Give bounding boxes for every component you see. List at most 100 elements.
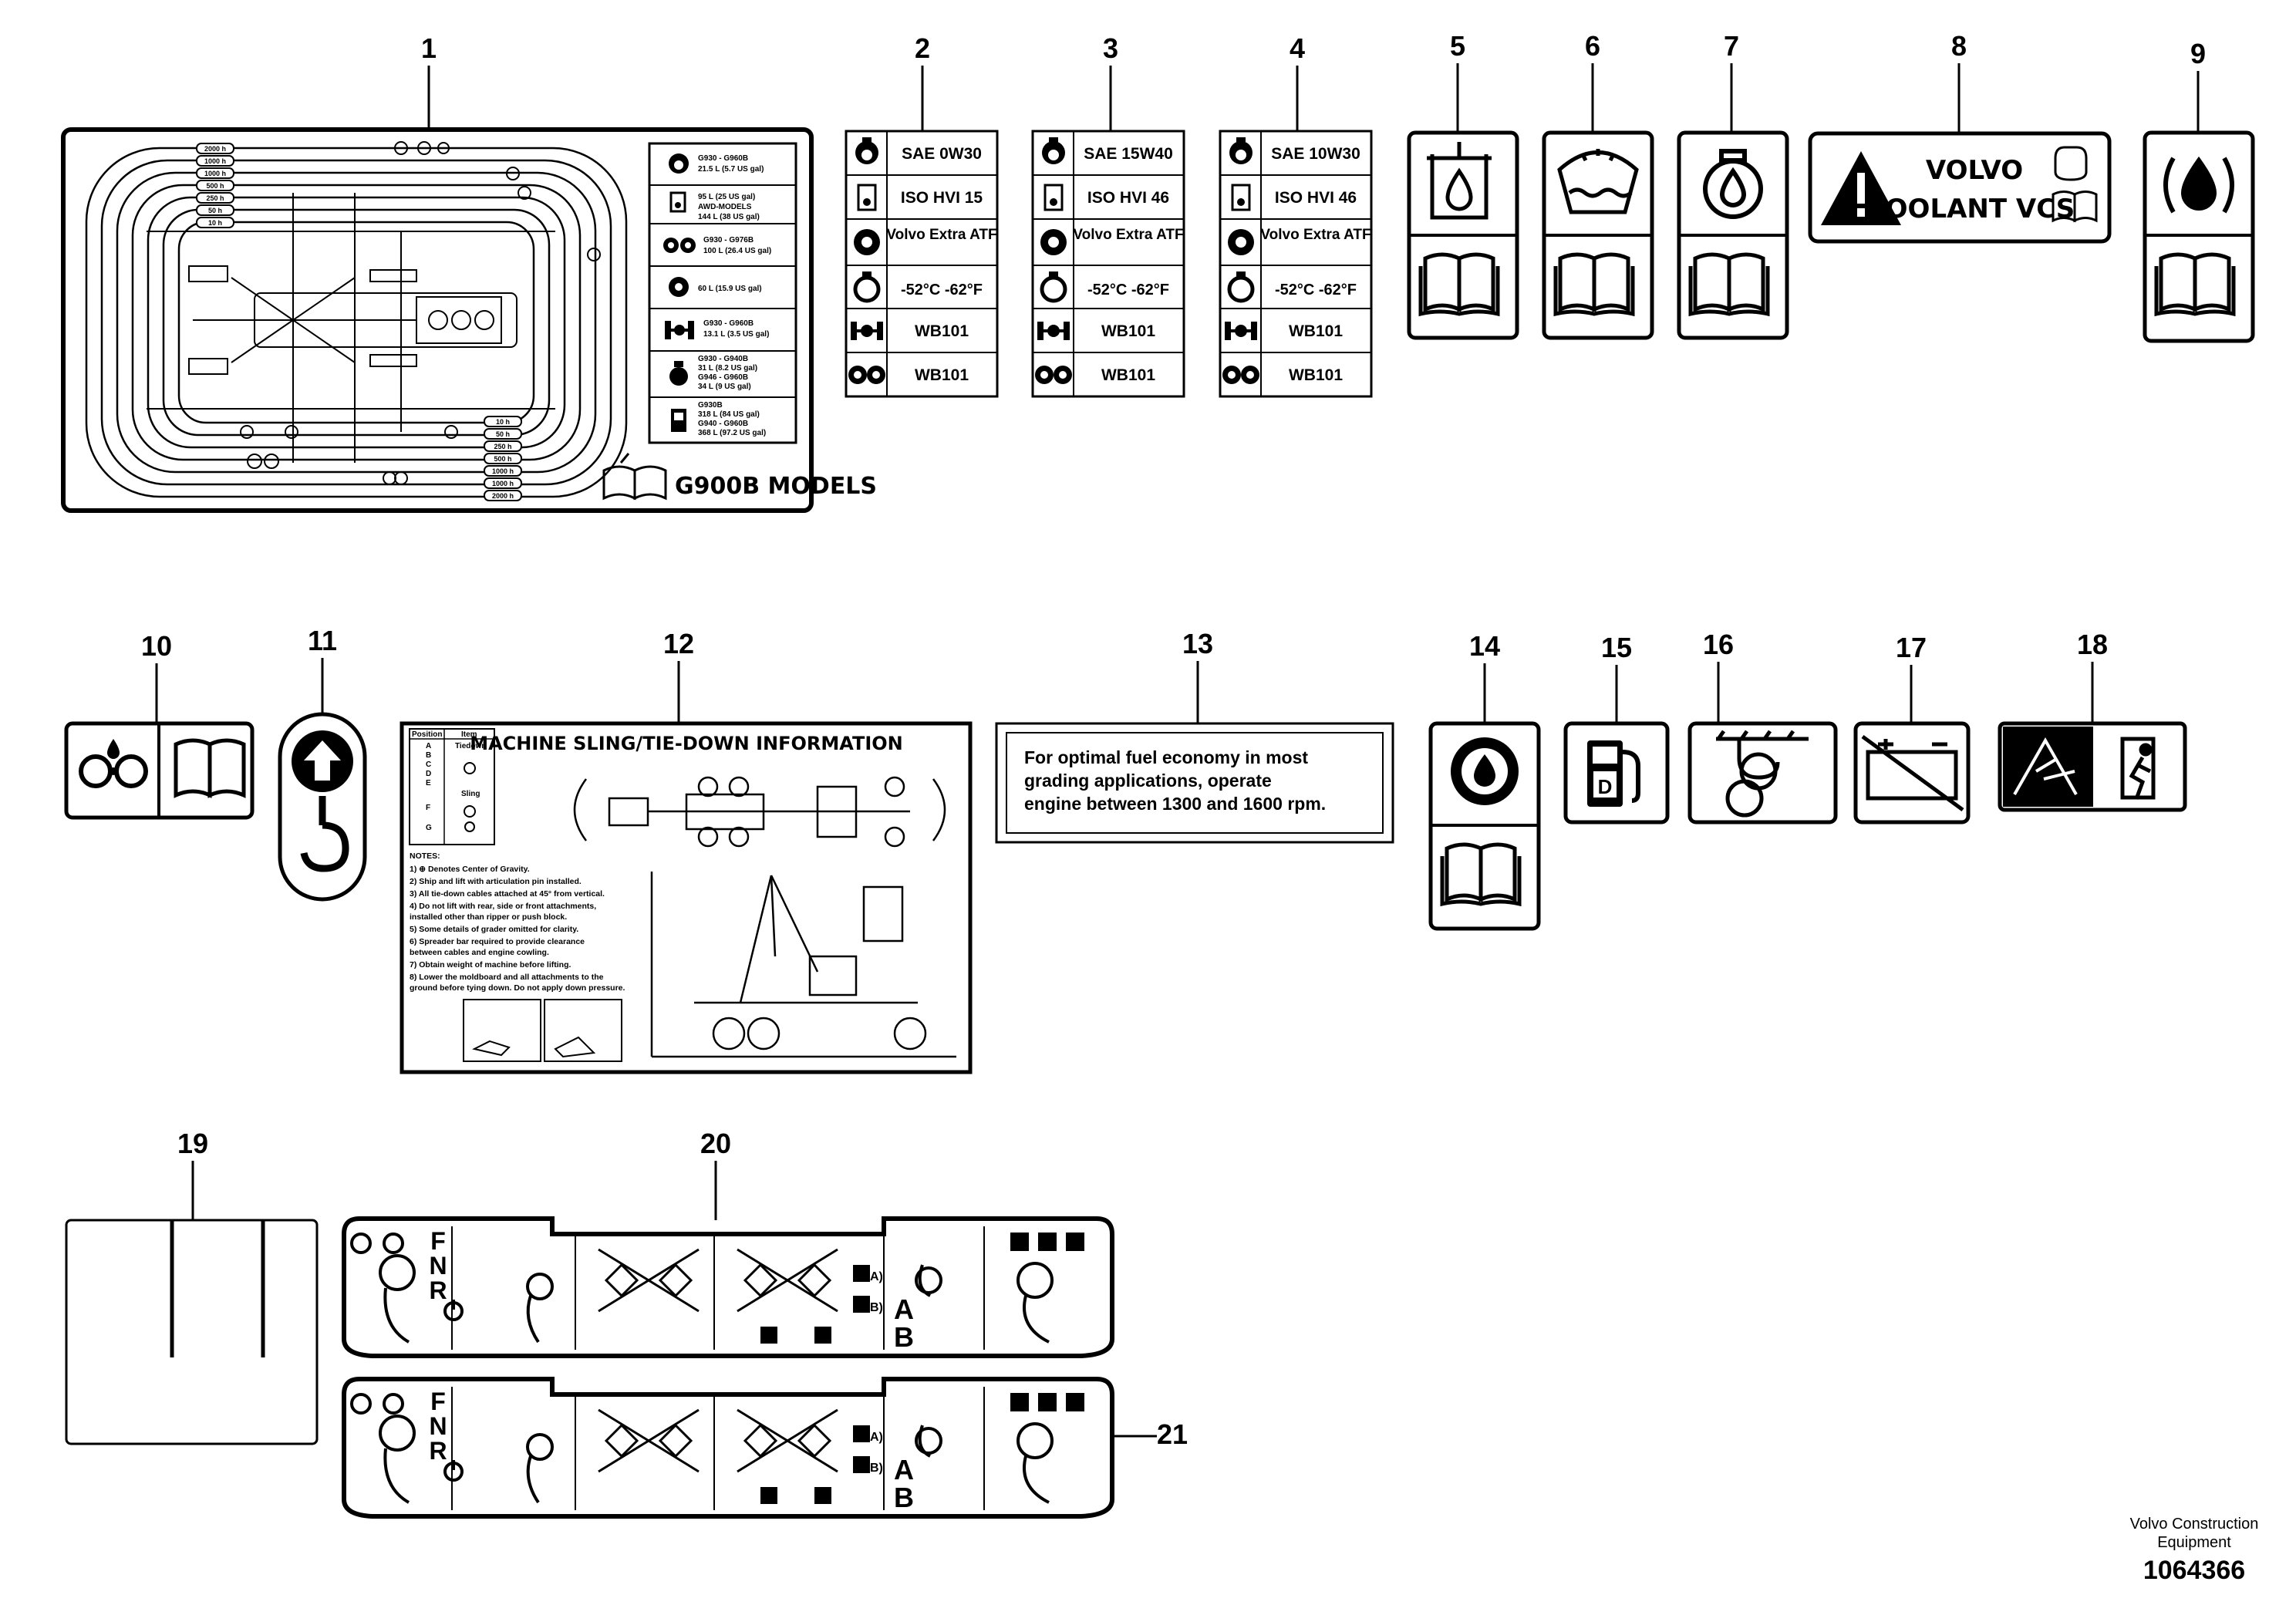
footer: Volvo Construction Equipment 1064366: [2130, 1516, 2259, 1585]
svg-text:368 L (97.2 US gal): 368 L (97.2 US gal): [698, 429, 766, 437]
gear-oil-icon: [854, 229, 880, 255]
decal-13-line: grading applications, operate: [1024, 771, 1272, 791]
decal-21-joystick-panel: F N R A) B) A B: [342, 1377, 1114, 1519]
decal-8-line1: VOLVO: [1926, 155, 2023, 186]
manual-book-icon: [2154, 252, 2236, 317]
coolant-tank-icon: [2054, 146, 2088, 181]
spec-text: -52°C -62°F: [1087, 282, 1169, 298]
hydraulic-oil-icon: [1043, 184, 1064, 211]
spec-text: SAE 15W40: [1084, 145, 1173, 163]
svg-text:B: B: [894, 1321, 914, 1353]
grader-side-view: [650, 872, 956, 1058]
callout-10: 10: [141, 630, 172, 662]
svg-text:N: N: [429, 1252, 447, 1280]
svg-text:144 L (38 US gal): 144 L (38 US gal): [698, 213, 760, 221]
svg-text:5) Some details of grader omit: 5) Some details of grader omitted for cl…: [410, 925, 578, 934]
svg-text:N: N: [429, 1412, 447, 1440]
svg-text:A): A): [870, 1431, 883, 1444]
hydraulic-oil-icon: [669, 191, 686, 213]
battery-icon: [1861, 734, 1964, 812]
svg-text:F: F: [430, 1388, 446, 1415]
lubricant-legend: G930 - G960B 21.5 L (5.7 US gal) 95 L (2…: [648, 142, 797, 444]
spec-text: WB101: [1101, 366, 1155, 384]
svg-text:A: A: [894, 1454, 914, 1485]
power-icon: [443, 1300, 464, 1321]
callout-7: 7: [1724, 30, 1739, 62]
grader-top-view: [573, 776, 946, 848]
warning-triangle-icon: [1821, 151, 1901, 225]
decal-5-hydraulic-fill: [1407, 130, 1519, 340]
svg-text:G940 - G960B: G940 - G960B: [698, 420, 748, 428]
svg-text:2) Ship and lift with articula: 2) Ship and lift with articulation pin i…: [410, 877, 582, 886]
svg-text:500 h: 500 h: [206, 182, 224, 190]
svg-text:8) Lower the moldboard and all: 8) Lower the moldboard and all attachmen…: [410, 973, 604, 982]
callout-12: 12: [663, 628, 694, 659]
svg-text:R: R: [429, 1437, 447, 1465]
callout-20: 20: [700, 1128, 731, 1159]
tie-down-icon: [1716, 730, 1809, 818]
decal-13-line: engine between 1300 and 1600 rpm.: [1024, 794, 1326, 814]
leader-lines: [155, 63, 2200, 1438]
ab-letters: A B: [894, 1293, 914, 1353]
lube-point-icons: [240, 141, 601, 485]
callout-1: 1: [421, 32, 437, 64]
svg-text:Sling: Sling: [461, 790, 480, 798]
decal-10-tandem-lube: [64, 721, 255, 820]
decal-12-title: MACHINE SLING/TIE-DOWN INFORMATION: [470, 733, 903, 754]
decal-7-engine-oil: [1677, 130, 1789, 340]
svg-text:50 h: 50 h: [496, 430, 510, 438]
svg-text:1000 h: 1000 h: [492, 467, 514, 475]
svg-text:F: F: [426, 804, 430, 812]
decal-11-lift-point: [278, 712, 367, 902]
svg-text:A: A: [426, 742, 431, 750]
svg-text:NOTES:: NOTES:: [410, 851, 440, 861]
callout-21: 21: [1157, 1418, 1188, 1450]
svg-text:3) All tie-down cables attache: 3) All tie-down cables attached at 45° f…: [410, 889, 605, 899]
position-table: Position Item A B C D E F G Tiedown Slin…: [409, 728, 495, 845]
svg-text:2000 h: 2000 h: [492, 492, 514, 500]
gear-oil-icon: [1228, 229, 1254, 255]
svg-text:D: D: [426, 770, 431, 778]
decal-13-line: For optimal fuel economy in most: [1024, 747, 1308, 767]
hydraulic-tank-icon: [1427, 142, 1492, 220]
decal-6-washer-fluid: [1542, 130, 1654, 340]
svg-text:1000 h: 1000 h: [204, 170, 226, 177]
svg-text:250 h: 250 h: [206, 194, 224, 202]
svg-text:34 L (9 US gal): 34 L (9 US gal): [698, 383, 751, 391]
manual-book-icon: [1688, 252, 1770, 317]
svg-text:G930 - G940B: G930 - G940B: [698, 355, 748, 363]
joystick-2: [526, 1273, 554, 1344]
manual-book-icon: [602, 453, 667, 501]
company-name: Volvo Construction: [2130, 1516, 2259, 1533]
gear-oil-icon: [1040, 229, 1067, 255]
joystick-left: [350, 1393, 416, 1504]
svg-text:G946 - G960B: G946 - G960B: [698, 373, 748, 382]
decal-9-fluid-level: [2143, 130, 2255, 343]
svg-text:B): B): [870, 1301, 883, 1314]
transmission-icon: [663, 238, 696, 253]
svg-text:21.5 L (5.7 US gal): 21.5 L (5.7 US gal): [698, 165, 764, 174]
callout-18: 18: [2077, 629, 2108, 660]
svg-text:1000 h: 1000 h: [492, 480, 514, 487]
engine-oil-icon: [1042, 137, 1065, 164]
callout-14: 14: [1469, 630, 1500, 662]
callout-17: 17: [1896, 632, 1927, 663]
svg-text:Tiedown: Tiedown: [455, 742, 486, 750]
callout-6: 6: [1585, 30, 1600, 62]
svg-text:C: C: [426, 760, 431, 769]
svg-text:100 L (26.4 US gal): 100 L (26.4 US gal): [703, 247, 771, 255]
fluid-level-icon: [2163, 156, 2234, 214]
svg-text:R: R: [429, 1276, 447, 1304]
callout-11: 11: [308, 625, 337, 656]
decal-15-diesel-fuel: D: [1563, 721, 1670, 824]
callout-2: 2: [915, 32, 930, 64]
svg-text:E: E: [426, 779, 431, 787]
decal-16-tie-down: [1687, 721, 1838, 824]
joystick-right: [915, 1262, 1054, 1344]
power-icon: [443, 1460, 464, 1482]
svg-text:500 h: 500 h: [494, 455, 511, 463]
callout-5: 5: [1450, 30, 1465, 62]
axle-icon: [1225, 322, 1257, 340]
hydraulic-oil-icon: [1231, 184, 1251, 211]
